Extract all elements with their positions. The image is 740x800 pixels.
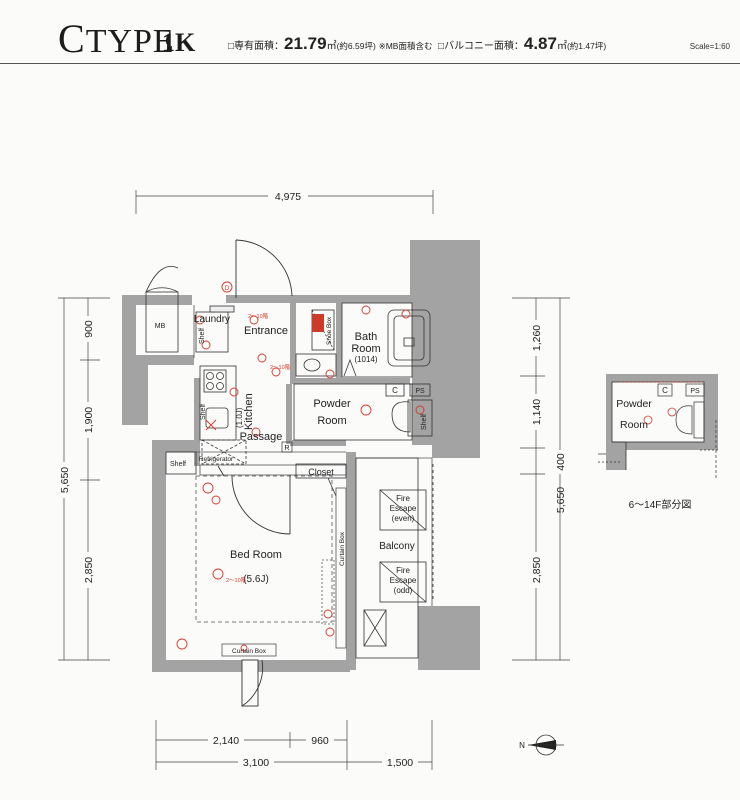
bath-room <box>341 302 431 378</box>
wash-basin <box>295 353 337 377</box>
dim-left-900: 900 <box>83 320 95 338</box>
d-mark: D <box>225 286 230 292</box>
dim-bottom-2140: 2,140 <box>213 735 239 747</box>
inset-plan: Powder Room C PS 6～14F部分図 <box>598 374 718 511</box>
fire-even-1: Fire <box>396 494 410 503</box>
dim-top-width: 4,975 <box>275 191 301 203</box>
shoe-box-label: Shoe Box <box>326 316 333 345</box>
mb-label: MB <box>155 323 166 330</box>
exclusive-area-value: 21.79 <box>284 34 327 53</box>
powder-label-2: Room <box>317 415 346 427</box>
kitchen-counter <box>199 365 247 465</box>
powder-room <box>293 383 433 441</box>
dim-right-400: 400 <box>555 453 567 471</box>
header-rule <box>0 63 740 64</box>
laundry-label: Laundry <box>194 314 230 325</box>
inset-powder-label-2: Room <box>620 419 648 431</box>
type-title: CTYPE <box>58 16 175 61</box>
fire-odd-1: Fire <box>396 566 410 575</box>
compass-icon: N <box>519 734 564 756</box>
header: CTYPE 1K □専有面積：21.79㎡(約6.59坪) ※MB面積含む □バ… <box>0 0 740 64</box>
layout-type: 1K <box>162 28 196 57</box>
inset-caption: 6～14F部分図 <box>629 498 692 511</box>
area-summary: □専有面積：21.79㎡(約6.59坪) ※MB面積含む □バルコニー面積：4.… <box>228 34 607 53</box>
room-labels: MB Laundry Shelf Entrance Shoe Box Bath … <box>155 286 428 655</box>
dim-right-total: 5,650 <box>555 487 567 513</box>
entrance-label: Entrance <box>244 325 288 337</box>
refrigerator-label: Refrigerator <box>199 456 234 463</box>
shoe-box <box>311 309 335 351</box>
curtain-box-side-label: Curtain Box <box>339 531 346 566</box>
powder-label-1: Powder <box>313 398 351 410</box>
balcony-label: Balcony <box>379 541 415 552</box>
bath-label-1: Bath <box>355 331 378 343</box>
shelf-left-label: Shelf <box>170 461 186 468</box>
dim-right-1140: 1,140 <box>531 399 543 425</box>
fire-odd-2: Escape <box>390 576 417 585</box>
dim-left-1900: 1,900 <box>83 407 95 433</box>
dimension-labels: 4,975 5,650 900 1,900 2,850 1,260 1,140 … <box>57 189 567 769</box>
balcony-area-value: 4.87 <box>523 34 557 53</box>
shelf-left <box>165 451 197 475</box>
floor-plan: 4,975 5,650 900 1,900 2,850 1,260 1,140 … <box>57 189 718 770</box>
inset-ps-mark: PS <box>690 388 700 395</box>
entrance-door <box>235 239 293 298</box>
inset-c-mark: C <box>662 386 668 395</box>
dimension-lines <box>58 190 570 770</box>
bedroom-label: Bed Room <box>230 549 282 561</box>
floor-note-1: 2～10階 <box>248 312 269 320</box>
fire-odd-3: (odd) <box>394 586 413 595</box>
curtain-box-bottom-label: Curtain Box <box>232 648 267 655</box>
scale-label: Scale=1:60 <box>689 42 730 51</box>
kitchen-size: (1.0J) <box>235 407 244 428</box>
closet-label: Closet <box>308 467 334 477</box>
dim-left-2850: 2,850 <box>83 557 95 583</box>
dim-bottom-3100: 3,100 <box>243 757 269 769</box>
fire-even-3: (even) <box>392 514 415 523</box>
laundry-area <box>195 305 235 353</box>
r-mark: R <box>284 445 289 452</box>
bedroom-door <box>217 465 291 535</box>
dim-bottom-960: 960 <box>311 735 329 747</box>
laundry-shelf-label: Shelf <box>199 328 206 344</box>
bedroom-area <box>195 475 347 657</box>
balcony-area <box>355 457 434 659</box>
compass-north-label: N <box>519 741 525 750</box>
passage-label: Passage <box>240 431 283 443</box>
bath-label-2: Room <box>351 343 380 355</box>
dim-left-total: 5,650 <box>59 467 71 493</box>
mb-door <box>145 266 179 293</box>
inset-powder-label-1: Powder <box>616 398 652 410</box>
walls <box>122 240 480 672</box>
ps-mark: PS <box>415 388 425 395</box>
bedroom-size: (5.6J) <box>243 574 269 585</box>
fire-even-2: Escape <box>390 504 417 513</box>
bath-size: (1014) <box>354 355 377 364</box>
dim-right-1260: 1,260 <box>531 325 543 351</box>
floor-note-3: 2～10階 <box>226 576 247 584</box>
floor-note-2: 2～10階 <box>270 363 291 371</box>
electrical-marks <box>176 281 425 652</box>
powder-shelf-label: Shelf <box>421 414 428 430</box>
dim-right-2850: 2,850 <box>531 557 543 583</box>
kitchen-shelf-label: Shelf <box>200 404 207 420</box>
balcony-door <box>241 659 264 707</box>
dim-bottom-1500: 1,500 <box>387 757 413 769</box>
kitchen-label: Kitchen <box>243 393 255 430</box>
c-mark: C <box>392 386 398 395</box>
